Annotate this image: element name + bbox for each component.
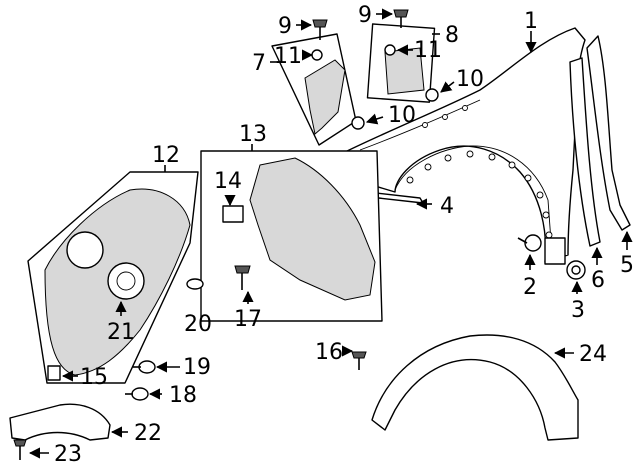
bolt-part-23 bbox=[13, 439, 27, 460]
callout-14: 14 bbox=[214, 169, 242, 194]
callout-11b: 11 bbox=[414, 38, 442, 63]
clip-part-15 bbox=[47, 365, 61, 381]
callout-24: 24 bbox=[579, 342, 607, 367]
seal-part-5 bbox=[586, 35, 631, 231]
nut-part-11b bbox=[384, 44, 396, 56]
callout-5: 5 bbox=[620, 253, 634, 278]
callout-23: 23 bbox=[54, 442, 82, 467]
liner-part-13 bbox=[249, 157, 376, 301]
nut-part-3 bbox=[566, 260, 586, 280]
callout-18: 18 bbox=[169, 383, 197, 408]
bolt-part-17 bbox=[234, 265, 251, 290]
callout-20: 20 bbox=[184, 312, 212, 337]
flare-part-24 bbox=[371, 334, 579, 441]
callout-12: 12 bbox=[152, 143, 180, 168]
callout-10b: 10 bbox=[388, 103, 416, 128]
screw-part-2 bbox=[517, 234, 542, 252]
callout-4: 4 bbox=[440, 194, 454, 219]
callout-11a: 11 bbox=[274, 44, 302, 69]
clip-part-14 bbox=[222, 205, 244, 223]
callout-1: 1 bbox=[524, 9, 538, 34]
callout-21: 21 bbox=[107, 320, 135, 345]
callout-13: 13 bbox=[239, 122, 267, 147]
callout-19: 19 bbox=[183, 355, 211, 380]
screw-part-18 bbox=[125, 387, 149, 401]
callout-3: 3 bbox=[571, 298, 585, 323]
nut-part-10b bbox=[351, 116, 365, 130]
nut-part-11a bbox=[311, 49, 323, 61]
fender-part bbox=[344, 27, 586, 265]
nut-part-10a bbox=[425, 88, 439, 102]
callout-labels: 1 2 3 4 5 6 7 8 9 9 10 10 11 11 12 13 14… bbox=[54, 3, 634, 467]
callout-6: 6 bbox=[591, 268, 605, 293]
bolt-part-16 bbox=[351, 351, 367, 370]
callout-22: 22 bbox=[134, 421, 162, 446]
callout-15: 15 bbox=[80, 365, 108, 390]
callout-16: 16 bbox=[315, 340, 343, 365]
bolt-part-9b bbox=[393, 9, 409, 28]
seal-part-6 bbox=[569, 57, 601, 247]
bolt-part-9a bbox=[312, 19, 328, 40]
bracket-part-7 bbox=[304, 59, 346, 135]
callout-10a: 10 bbox=[456, 67, 484, 92]
callout-17: 17 bbox=[234, 307, 262, 332]
bracket-part-22 bbox=[9, 403, 111, 441]
cap-part-21 bbox=[107, 262, 145, 300]
callout-2: 2 bbox=[523, 275, 537, 300]
leader-lines bbox=[28, 8, 633, 459]
callout-7: 7 bbox=[252, 51, 266, 76]
screw-part-19 bbox=[133, 360, 156, 374]
callout-9b: 9 bbox=[358, 3, 372, 28]
grommet-part-20 bbox=[186, 278, 204, 290]
callout-9a: 9 bbox=[278, 14, 292, 39]
callout-8: 8 bbox=[445, 23, 459, 48]
